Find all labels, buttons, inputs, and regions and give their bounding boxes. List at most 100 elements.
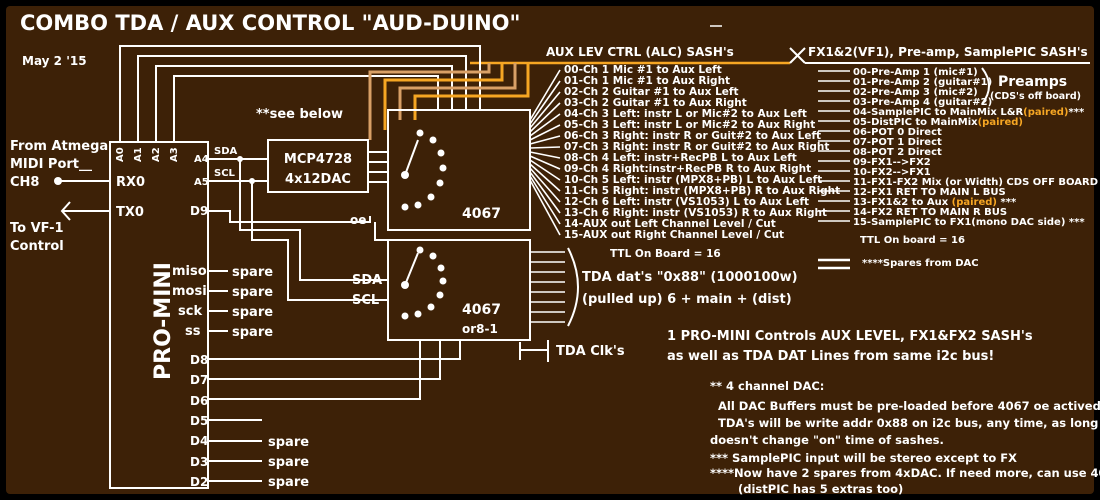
aux-ch-06: 06-Ch 3 Right: instr R or Guit#2 to Aux … bbox=[564, 130, 821, 142]
pin-sck: sck bbox=[178, 304, 202, 319]
scl-label: SCL bbox=[352, 293, 379, 308]
fx-ch-07: 07-POT 1 Direct bbox=[853, 137, 942, 148]
see-below: **see below bbox=[256, 107, 343, 122]
aux-ch-10: 10-Ch 5 Left: instr (MPX8+PB) L to Aux L… bbox=[564, 174, 822, 186]
preamps-bracket bbox=[981, 67, 990, 105]
pin-d8: D8 bbox=[190, 353, 208, 367]
aux-ch-02: 02-Ch 2 Guitar #1 to Aux Left bbox=[564, 86, 738, 98]
pin-d3: D3 bbox=[190, 455, 208, 469]
header-fx: FX1&2(VF1), Pre-amp, SamplePIC SASH's bbox=[808, 45, 1088, 59]
fx-ch-00: 00-Pre-Amp 1 (mic#1) bbox=[853, 67, 978, 78]
preamps-label: Preamps bbox=[998, 74, 1067, 90]
dac-line-2: 4x12DAC bbox=[285, 172, 351, 187]
summary-line-1: 1 PRO-MINI Controls AUX LEVEL, FX1&FX2 S… bbox=[667, 329, 1033, 344]
pin-a5: A5 bbox=[194, 177, 209, 188]
ttl-right: TTL On board = 16 bbox=[860, 235, 965, 246]
tda-dat-line-1: TDA dat's "0x88" (1000100w) bbox=[582, 270, 798, 285]
wire-a2 bbox=[155, 65, 453, 142]
pin-a1: A1 bbox=[133, 147, 144, 162]
sda-label: SDA bbox=[352, 273, 382, 288]
note-2: All DAC Buffers must be pre-loaded befor… bbox=[718, 399, 1100, 413]
spare-d2: spare bbox=[268, 475, 309, 490]
pin-a2: A2 bbox=[151, 147, 162, 162]
fx-ch-08: 08-POT 2 Direct bbox=[853, 147, 942, 158]
spare-miso: spare bbox=[232, 265, 273, 280]
ttl-left: TTL On Board = 16 bbox=[610, 248, 721, 260]
pin-a3: A3 bbox=[169, 147, 180, 162]
note-5: *** SamplePIC input will be stereo excep… bbox=[710, 451, 1017, 465]
note-6: ****Now have 2 spares from 4xDAC. If nee… bbox=[710, 466, 1100, 480]
wire-a1 bbox=[137, 55, 467, 142]
fx-ch-13: 13-FX1&2 to Aux (paired) *** bbox=[853, 197, 1017, 208]
sda-small-label: SDA bbox=[214, 146, 238, 157]
fx-ch-06: 06-POT 0 Direct bbox=[853, 127, 942, 138]
tda-clk-label: TDA Clk's bbox=[556, 344, 625, 359]
to-line-2: Control bbox=[10, 239, 64, 254]
pro-mini-box bbox=[109, 141, 209, 489]
mux1-label: 4067 bbox=[462, 206, 501, 222]
fx-ch-10: 10-FX2-->FX1 bbox=[853, 167, 931, 178]
spare-mosi: spare bbox=[232, 285, 273, 300]
fx-lines bbox=[818, 70, 850, 222]
dac-line-1: MCP4728 bbox=[284, 152, 352, 167]
preamps-sub: (CDS's off board) bbox=[990, 91, 1081, 102]
tda-dat-line-2: (pulled up) 6 + main + (dist) bbox=[582, 292, 792, 307]
note-1: ** 4 channel DAC: bbox=[710, 379, 824, 393]
aux-ch-07: 07-Ch 3 Right: instr R or Guit#2 to Aux … bbox=[564, 141, 829, 153]
fx-ch-04: 04-SamplePIC to MainMix L&R(paired)*** bbox=[853, 107, 1085, 118]
aux-ch-15: 15-AUX out Right Channel Level / Cut bbox=[564, 229, 784, 241]
wire-d6 bbox=[208, 340, 421, 400]
orange-wire bbox=[413, 63, 530, 120]
note-4: doesn't change "on" time of sashes. bbox=[710, 433, 944, 447]
spare-sck: spare bbox=[232, 305, 273, 320]
pin-d7: D7 bbox=[190, 373, 208, 387]
fx-ch-12: 12-FX1 RET TO MAIN L BUS bbox=[853, 187, 1006, 198]
dac-box bbox=[267, 139, 369, 193]
aux-ch-00: 00-Ch 1 Mic #1 to Aux Left bbox=[564, 64, 722, 76]
pin-d2: D2 bbox=[190, 475, 208, 489]
fx-ch-15: 15-SamplePIC to FX1(mono DAC side) *** bbox=[853, 217, 1085, 228]
wire-d9 bbox=[208, 210, 371, 223]
pin-d4: D4 bbox=[190, 434, 208, 448]
aux-ch-09: 09-Ch 4 Right:instr+RecPB R to Aux Right bbox=[564, 163, 811, 175]
note-3: TDA's will be write addr 0x88 on i2c bus… bbox=[718, 416, 1100, 430]
fx-ch-03: 03-Pre-Amp 4 (guitar#2) bbox=[853, 97, 992, 108]
wire-scl bbox=[251, 181, 388, 301]
aux-ch-12: 12-Ch 6 Left: instr (VS1053) L to Aux Le… bbox=[564, 196, 809, 208]
pin-ss: ss bbox=[185, 324, 201, 339]
aux-ch-13: 13-Ch 6 Right: instr (VS1053) R to Aux R… bbox=[564, 207, 827, 219]
mux2-sub: or8-1 bbox=[462, 322, 498, 336]
pro-mini-label: PRO-MINI bbox=[151, 262, 176, 380]
aux-ch-05: 05-Ch 3 Left: instr L or Mic#2 to Aux Ri… bbox=[564, 119, 815, 131]
pin-d5: D5 bbox=[190, 414, 208, 428]
date: May 2 '15 bbox=[22, 54, 87, 68]
title: COMBO TDA / AUX CONTROL "AUD-DUINO" bbox=[20, 11, 520, 35]
fx-ch-11: 11-FX1-FX2 Mix (or Width) CDS OFF BOARD bbox=[853, 177, 1098, 188]
fx-ch-14: 14-FX2 RET TO MAIN R BUS bbox=[853, 207, 1007, 218]
spare-ss: spare bbox=[232, 325, 273, 340]
mux2-label: 4067 bbox=[462, 302, 501, 318]
header-aux: AUX LEV CTRL (ALC) SASH's bbox=[546, 45, 734, 59]
pin-a0: A0 bbox=[115, 147, 126, 162]
aux-ch-14: 14-AUX out Left Channel Level / Cut bbox=[564, 218, 776, 230]
wire-d7 bbox=[208, 340, 441, 380]
from-line-1: From Atmega bbox=[10, 139, 108, 154]
mux1-switch-icon bbox=[401, 129, 447, 211]
fx-ch-09: 09-FX1-->FX2 bbox=[853, 157, 931, 168]
aux-ch-11: 11-Ch 5 Right: instr (MPX8+PB) R to Aux … bbox=[564, 185, 840, 197]
wire-sda bbox=[239, 159, 388, 281]
note-7: (distPIC has 5 extras too) bbox=[738, 482, 903, 496]
aux-ch-04: 04-Ch 3 Left: instr L or Mic#2 to Aux Le… bbox=[564, 108, 807, 120]
mux1-output-lines bbox=[529, 69, 561, 236]
aux-ch-01: 01-Ch 1 Mic #1 to Aux Right bbox=[564, 75, 730, 87]
pin-mosi: mosi bbox=[172, 284, 207, 299]
mux2-box bbox=[387, 239, 531, 341]
pin-rx0: RX0 bbox=[116, 175, 145, 190]
mux2-output-lines bbox=[530, 251, 565, 323]
spare-d4: spare bbox=[268, 435, 309, 450]
oe-label: oe bbox=[350, 213, 366, 227]
wire-d8 bbox=[208, 340, 461, 360]
summary-line-2: as well as TDA DAT Lines from same i2c b… bbox=[667, 349, 994, 364]
spare-d3: spare bbox=[268, 455, 309, 470]
